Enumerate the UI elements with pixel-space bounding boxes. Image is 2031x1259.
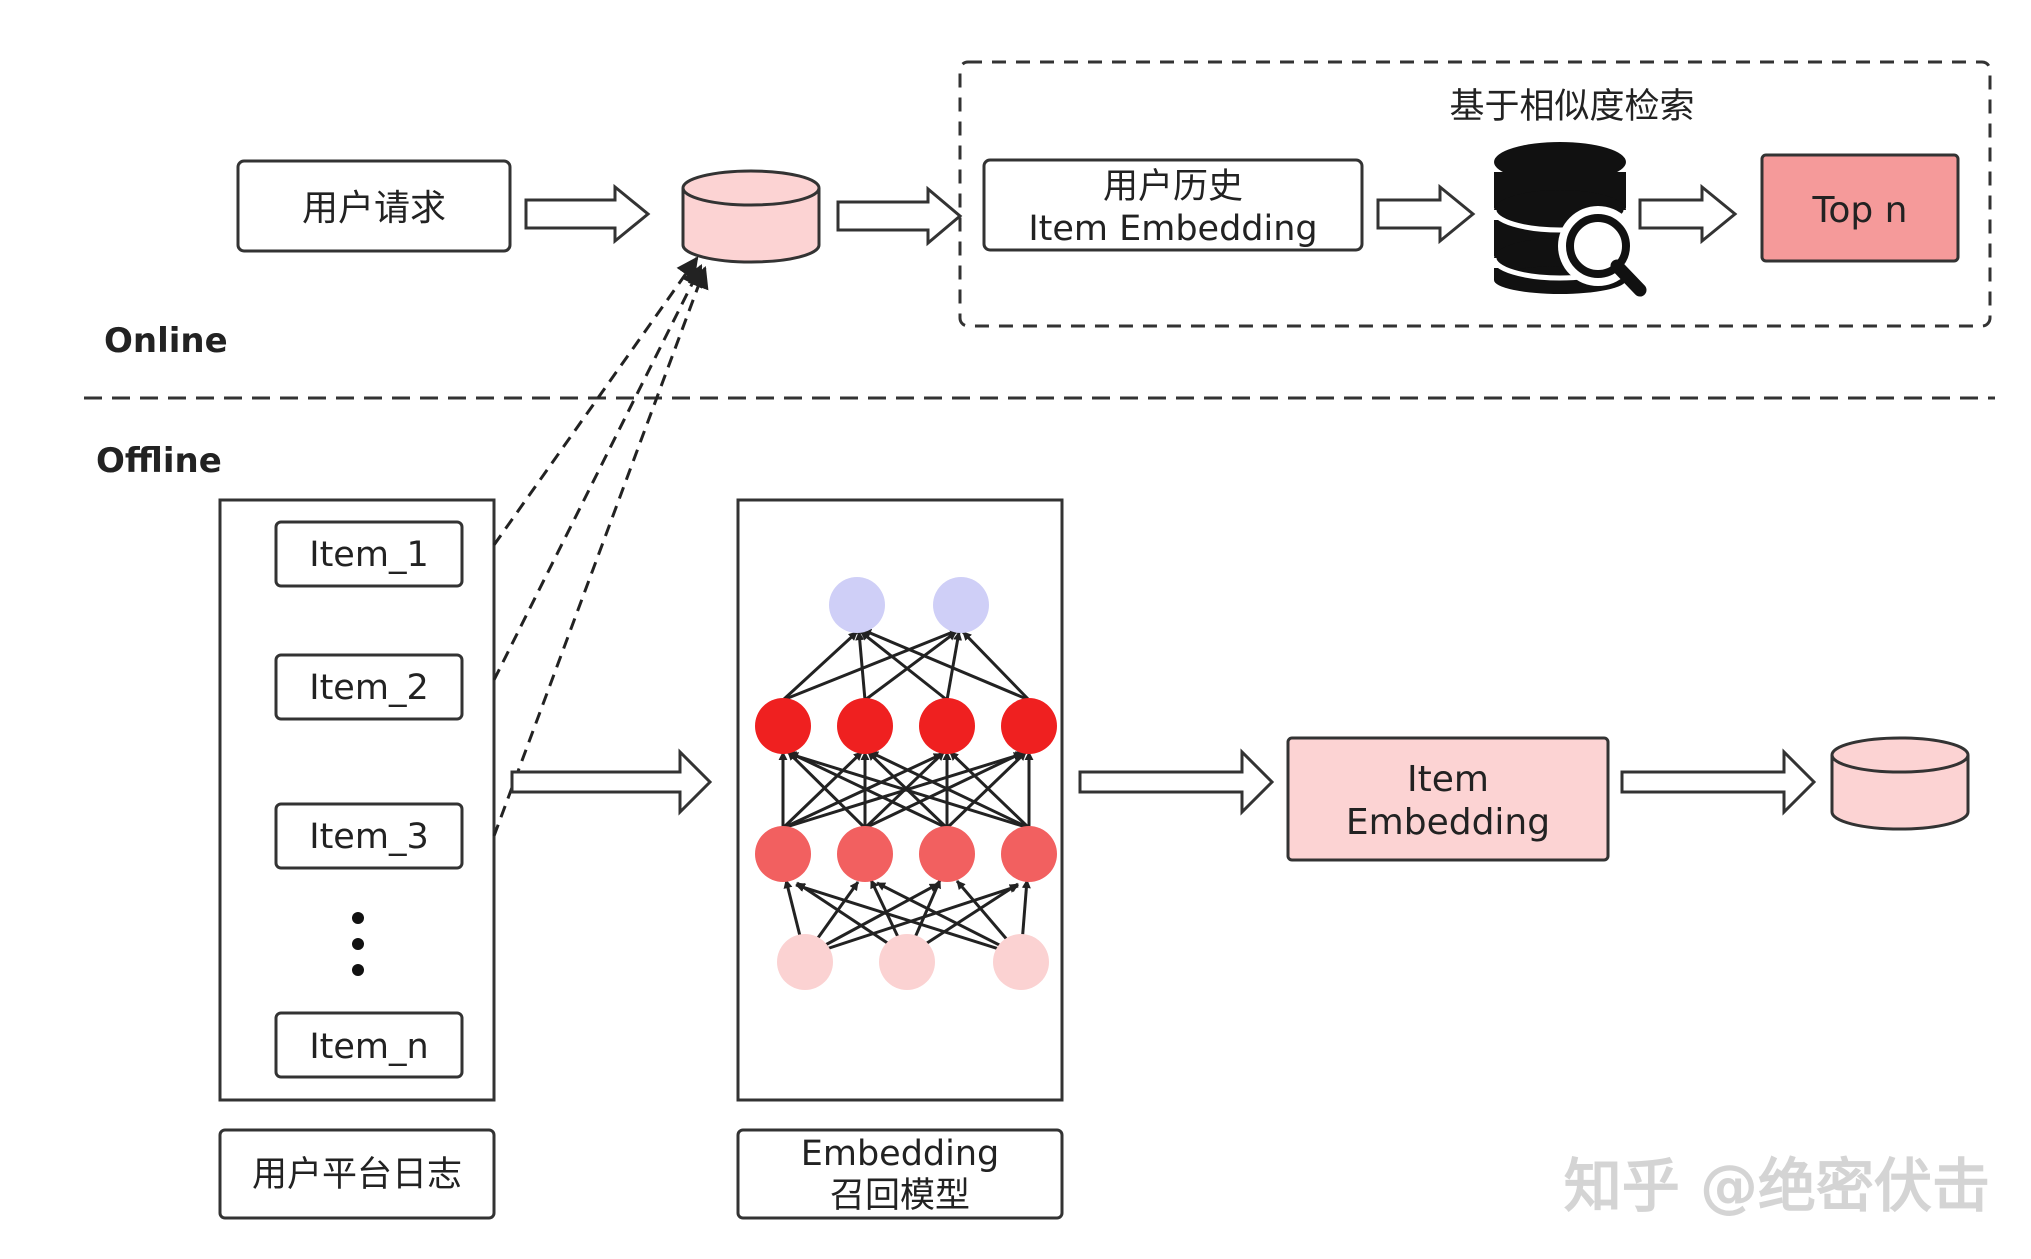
item-embedding-line2: Embedding	[1346, 802, 1550, 843]
list-item: Item_n	[274, 1011, 464, 1079]
arrow-history-to-search	[1376, 183, 1476, 245]
search-group-title: 基于相似度检索	[1449, 87, 1694, 127]
offline-section-label: Offline	[96, 441, 222, 481]
user-request-box: 用户请求	[236, 159, 512, 253]
arrow-embedding-to-db	[1620, 748, 1817, 816]
list-item: Item_2	[274, 653, 464, 721]
list-item: Item_3	[274, 802, 464, 870]
user-platform-log-panel	[218, 498, 496, 1102]
database-cylinder-icon	[1830, 736, 1970, 831]
database-cylinder-icon	[681, 169, 821, 264]
list-item: Item_1	[274, 520, 464, 588]
item-label: Item_3	[309, 817, 428, 857]
item-embedding-box: Item Embedding	[1286, 736, 1610, 862]
arrow-log-to-model	[510, 748, 713, 816]
arrow-model-to-embedding	[1078, 748, 1275, 816]
watermark: 知乎 @绝密伏击	[1564, 1152, 1990, 1220]
dashed-arrow-item3	[492, 265, 709, 837]
online-section-label: Online	[104, 321, 228, 361]
arrow-db-to-search	[836, 185, 963, 247]
user-platform-log-label: 用户平台日志	[252, 1155, 462, 1195]
arrow-request-to-db	[524, 183, 651, 245]
item-label: Item_n	[309, 1027, 428, 1067]
item-embedding-line1: Item	[1407, 759, 1489, 800]
top-n-box: Top n	[1760, 153, 1960, 263]
ellipsis-dots	[352, 912, 364, 976]
dashed-arrow-item2	[492, 264, 703, 681]
dashed-link-arrows	[492, 256, 709, 837]
neural-network-graphic	[755, 577, 1057, 990]
model-label-line1: Embedding	[801, 1134, 1000, 1174]
similarity-search-group: 基于相似度检索	[958, 60, 1992, 328]
embedding-model-panel	[736, 498, 1064, 1102]
arrow-search-to-topn	[1638, 183, 1738, 245]
user-history-line1: 用户历史	[1103, 167, 1243, 207]
user-request-label: 用户请求	[302, 188, 446, 229]
item-label: Item_2	[309, 668, 428, 708]
item-label: Item_1	[309, 535, 428, 575]
dashed-arrow-item1	[492, 256, 699, 546]
top-n-label: Top n	[1811, 190, 1907, 231]
user-platform-log-label-box: 用户平台日志	[218, 1128, 496, 1220]
model-label-line2: 召回模型	[830, 1176, 970, 1216]
database-search-icon	[1491, 142, 1647, 297]
network-nodes	[755, 577, 1057, 990]
user-history-line2: Item Embedding	[1028, 209, 1317, 249]
embedding-model-label-box: Embedding 召回模型	[736, 1128, 1064, 1220]
user-history-embedding-box: 用户历史 Item Embedding	[982, 158, 1364, 252]
